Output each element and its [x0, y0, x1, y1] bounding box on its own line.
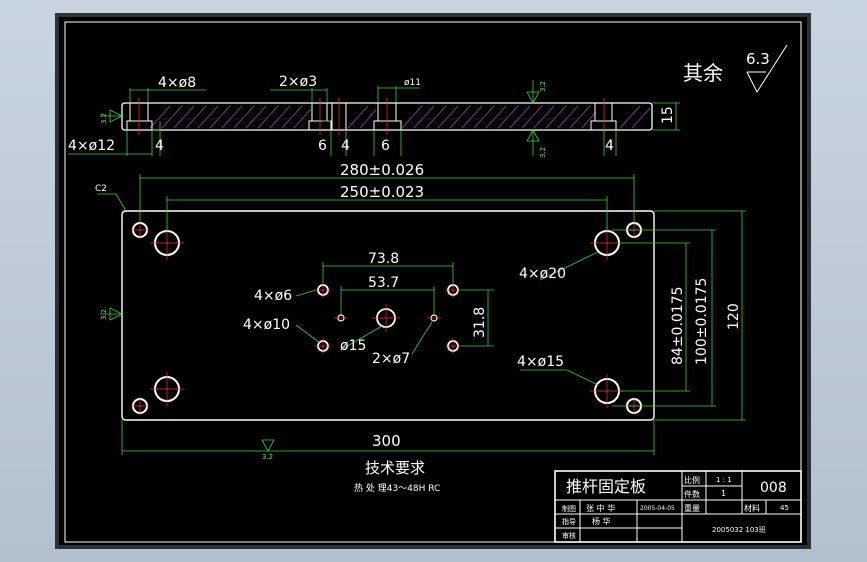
part-name: 推杆固定板: [566, 477, 646, 496]
lbl-2x7: 2×ø7: [372, 351, 410, 367]
dim-4-right: 4: [605, 138, 614, 154]
draw-label: 制图: [562, 504, 576, 513]
check-name: 杨 华: [592, 516, 611, 526]
dim-4x12: 4×ø12: [68, 138, 115, 154]
roughness-value: 6.3: [746, 50, 770, 68]
drawing-canvas: [59, 17, 807, 545]
dim-120: 120: [726, 303, 742, 330]
dim-300: 300: [372, 432, 401, 450]
plan-view: C2 280±0.026 250±0.023 73.8 53.7 31.8 84…: [95, 161, 746, 461]
dim-4-mid: 4: [341, 138, 350, 154]
qty-label: 件数: [684, 489, 700, 499]
rough-3-2-top: 3.2: [539, 81, 547, 92]
dim-100: 100±0.0175: [694, 278, 710, 365]
dim-6-b: 6: [381, 138, 390, 154]
qty-value: 1: [721, 489, 726, 498]
lbl-4x6: 4×ø6: [254, 288, 292, 304]
tech-req-title: 技术要求: [365, 459, 425, 477]
weight-label: 重量: [684, 503, 700, 513]
scale-label: 比例: [684, 475, 700, 485]
roughness-symbol: [746, 44, 788, 94]
dim-phi11: ø11: [404, 78, 421, 88]
border-line: [64, 21, 802, 543]
review-label: 审核: [562, 531, 576, 540]
dim-31-8: 31.8: [472, 307, 488, 338]
dim-thickness-15: 15: [660, 106, 676, 124]
rough-3-2-left: 3.2: [100, 113, 108, 124]
lbl-4x10: 4×ø10: [243, 317, 290, 333]
check-label: 指导: [562, 517, 576, 526]
scale-value: 1 : 1: [716, 476, 732, 484]
plate-outline: [121, 210, 655, 421]
dim-4x8: 4×ø8: [158, 75, 196, 91]
side-view-hatch: [149, 105, 651, 129]
dim-73-8: 73.8: [368, 251, 399, 267]
dim-280: 280±0.026: [340, 161, 424, 179]
chamfer-c2: C2: [95, 184, 107, 194]
material-label: 材料: [744, 503, 760, 513]
drawing-number: 008: [760, 480, 787, 496]
draw-date: 2005-04-05: [640, 505, 675, 512]
tech-req-line1: 热 处 理43～48H RC: [354, 482, 440, 494]
draw-name: 张 中 华: [586, 503, 615, 513]
material-value: 45: [780, 504, 789, 512]
rough-3-2-bottom: 3.2: [539, 147, 547, 158]
title-block: [554, 470, 802, 543]
dim-2x3: 2×ø3: [279, 74, 317, 90]
roughness-label: 其余: [683, 61, 723, 85]
dim-4-left: 4: [155, 138, 164, 154]
dim-84: 84±0.0175: [670, 286, 686, 365]
rough-3-2-plan-bottom: 3.2: [262, 453, 273, 461]
side-view: 4×ø8 2×ø3 ø11 4×ø12 4 6 4 6 4 15 3.2 3.2…: [68, 74, 680, 158]
lbl-phi15: ø15: [340, 338, 366, 354]
side-view-outline: [121, 102, 653, 131]
dim-250: 250±0.023: [340, 183, 424, 201]
dim-6-a: 6: [318, 138, 327, 154]
dim-53-7: 53.7: [368, 275, 399, 291]
rough-3-2-plan-left: 3.2: [100, 309, 108, 320]
lbl-4x20: 4×ø20: [519, 266, 566, 282]
class-code: 2005032 103班: [712, 525, 766, 534]
lbl-4x15: 4×ø15: [517, 354, 564, 370]
